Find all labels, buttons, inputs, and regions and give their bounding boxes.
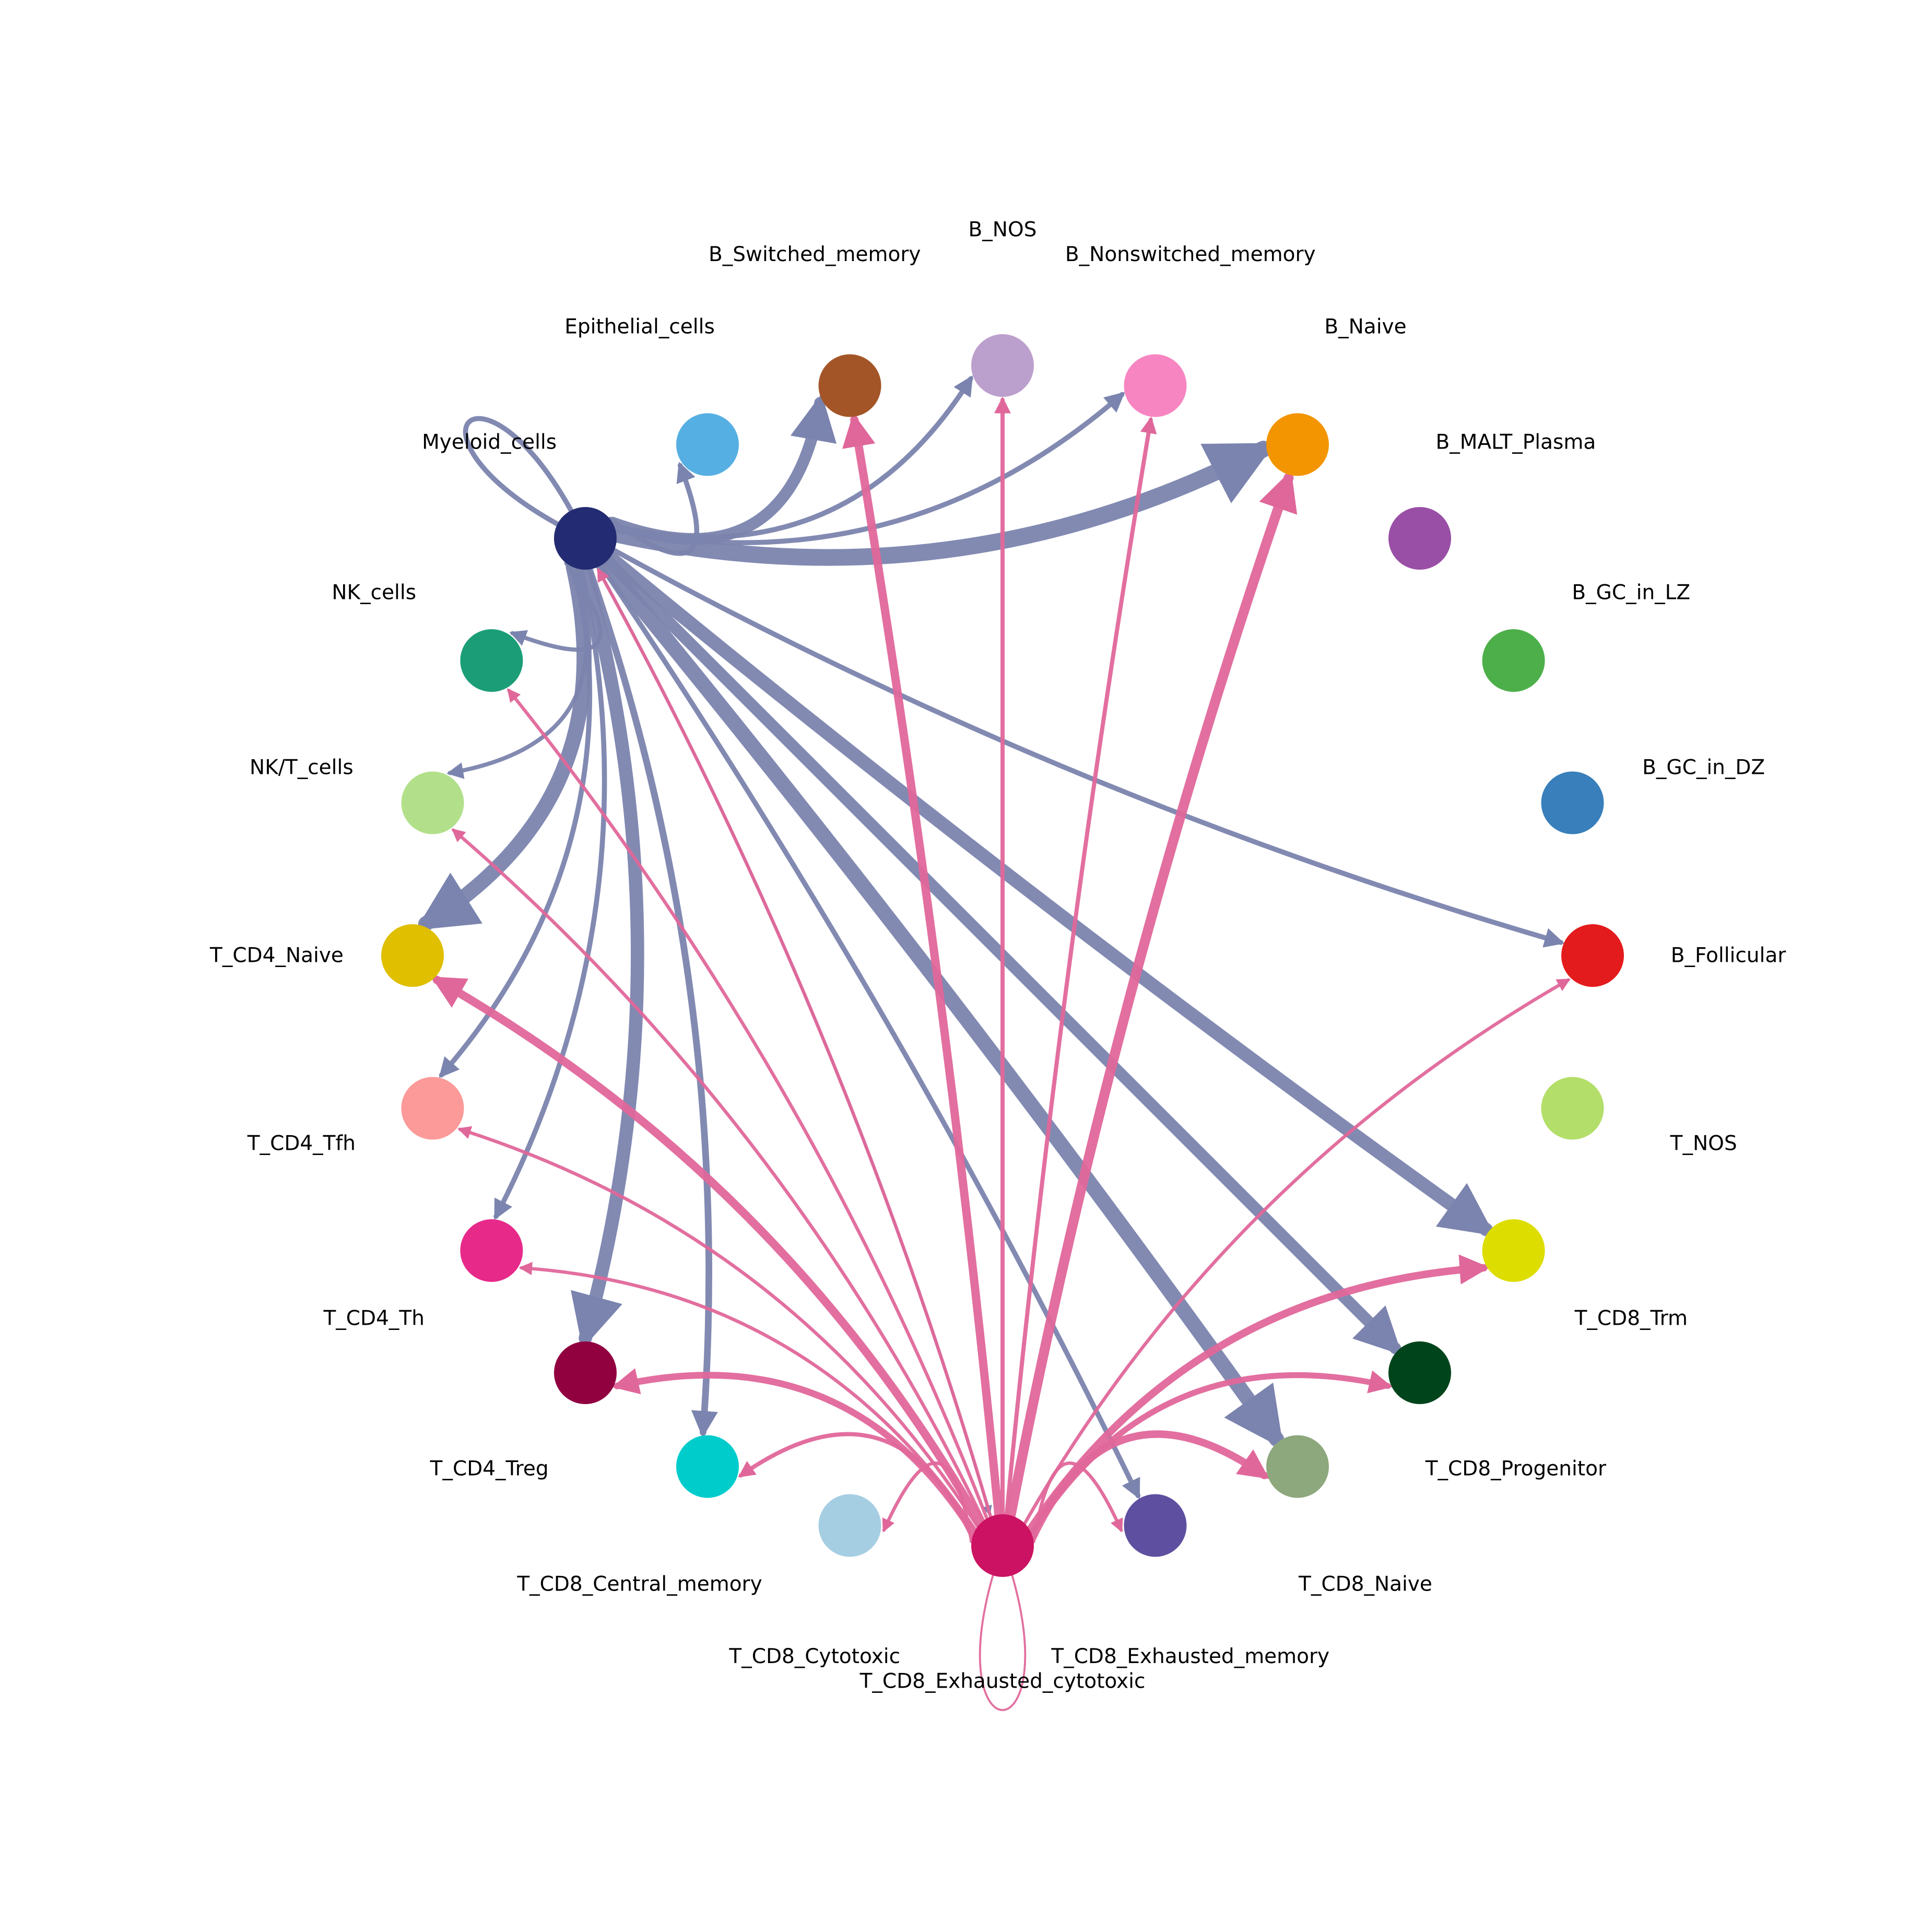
node-t-cd8-progenitor[interactable]	[1388, 1341, 1452, 1405]
edge-myeloid-cells-to-t-cd8-exhausted-memory	[598, 563, 1141, 1500]
node-b-nos[interactable]	[971, 334, 1034, 397]
node-t-cd4-tfh[interactable]	[401, 1077, 464, 1140]
node-nk-cells[interactable]	[460, 629, 523, 692]
node-b-switched-memory[interactable]	[818, 354, 881, 417]
edge-t-cd8-exhausted-cytotoxic-to-t-cd4-tfh	[457, 1126, 980, 1528]
edge-myeloid-cells-to-b-nos	[611, 375, 973, 540]
node-t-nos[interactable]	[1541, 1077, 1604, 1140]
node-b-malt-plasma[interactable]	[1388, 506, 1452, 570]
node-label-myeloid-cells: Myeloid_cells	[422, 431, 557, 454]
node-b-follicular[interactable]	[1561, 924, 1624, 987]
node-label-b-malt-plasma: B_MALT_Plasma	[1436, 431, 1596, 454]
edge-myeloid-cells-to-b-follicular	[611, 548, 1565, 948]
node-label-b-nonswitched-memory: B_Nonswitched_memory	[1065, 243, 1316, 266]
node-t-cd8-trm[interactable]	[1482, 1219, 1545, 1282]
edge-t-cd8-exhausted-cytotoxic-to-nk-cells	[507, 688, 989, 1521]
node-label-t-cd8-cytotoxic: T_CD8_Cytotoxic	[728, 1645, 900, 1668]
node-t-cd8-exhausted-cytotoxic[interactable]	[971, 1514, 1034, 1577]
node-t-cd4-treg[interactable]	[553, 1341, 617, 1405]
node-myeloid-cells[interactable]	[553, 506, 617, 570]
node-label-t-cd8-exhausted-cytotoxic: T_CD8_Exhausted_cytotoxic	[859, 1670, 1146, 1693]
edge-myeloid-cells-to-nk-t-cells	[446, 563, 588, 779]
edge-t-cd8-exhausted-cytotoxic-to-t-cd8-exhausted-cytotoxic	[979, 1544, 1027, 1711]
edge-myeloid-cells-to-t-cd4-th	[493, 567, 607, 1220]
node-label-b-nos: B_NOS	[969, 218, 1037, 242]
node-b-gc-in-dz[interactable]	[1541, 771, 1604, 834]
edge-t-cd8-exhausted-cytotoxic-to-b-nonswitched-memory	[1004, 416, 1157, 1517]
edge-layer	[415, 375, 1571, 1711]
node-t-cd8-naive[interactable]	[1266, 1435, 1329, 1498]
node-label-b-gc-in-lz: B_GC_in_LZ	[1572, 581, 1690, 605]
node-label-t-nos: T_NOS	[1670, 1132, 1737, 1155]
node-t-cd8-central-memory[interactable]	[676, 1435, 739, 1498]
node-epithelial-cells[interactable]	[676, 413, 739, 476]
edge-t-cd8-exhausted-cytotoxic-to-t-cd4-naive	[431, 975, 985, 1528]
edge-t-cd8-exhausted-cytotoxic-to-t-cd4-th	[519, 1262, 977, 1532]
node-label-t-cd4-th: T_CD4_Th	[323, 1307, 424, 1330]
node-label-b-gc-in-dz: B_GC_in_DZ	[1642, 756, 1765, 780]
edge-t-cd8-exhausted-cytotoxic-to-myeloid-cells	[597, 568, 993, 1518]
node-t-cd4-naive[interactable]	[381, 924, 444, 987]
node-label-t-cd8-trm: T_CD8_Trm	[1574, 1307, 1688, 1330]
node-label-b-naive: B_Naive	[1324, 315, 1406, 339]
node-label-nk-cells: NK_cells	[332, 581, 416, 605]
edge-myeloid-cells-to-t-cd8-central-memory	[586, 566, 718, 1438]
node-label-t-cd8-progenitor: T_CD8_Progenitor	[1425, 1457, 1607, 1480]
node-label-b-switched-memory: B_Switched_memory	[709, 243, 921, 266]
node-label-t-cd8-naive: T_CD8_Naive	[1298, 1572, 1432, 1596]
edge-myeloid-cells-to-t-cd4-treg	[571, 563, 644, 1349]
edge-t-cd8-exhausted-cytotoxic-to-t-cd4-treg	[611, 1368, 977, 1537]
node-label-b-follicular: B_Follicular	[1671, 944, 1787, 968]
node-t-cd8-exhausted-memory[interactable]	[1124, 1494, 1187, 1557]
node-label-t-cd8-exhausted-memory: T_CD8_Exhausted_memory	[1051, 1645, 1329, 1668]
edge-myeloid-cells-to-nk-cells	[509, 561, 603, 652]
node-b-nonswitched-memory[interactable]	[1124, 354, 1187, 417]
node-label-t-cd4-naive: T_CD4_Naive	[209, 944, 344, 968]
edge-t-cd8-exhausted-cytotoxic-to-nk-t-cells	[451, 828, 985, 1523]
node-layer	[381, 334, 1624, 1577]
edge-myeloid-cells-to-t-cd4-naive	[415, 560, 592, 932]
node-t-cd8-cytotoxic[interactable]	[818, 1494, 881, 1557]
edge-t-cd8-exhausted-cytotoxic-to-b-follicular	[1023, 978, 1571, 1525]
edge-myeloid-cells-to-b-naive	[608, 441, 1276, 566]
node-label-epithelial-cells: Epithelial_cells	[564, 315, 715, 339]
edge-t-cd8-exhausted-cytotoxic-to-b-switched-memory	[842, 413, 1003, 1519]
node-label-t-cd8-central-memory: T_CD8_Central_memory	[516, 1572, 762, 1596]
node-nk-t-cells[interactable]	[401, 771, 464, 834]
node-t-cd4-th[interactable]	[460, 1219, 523, 1282]
node-label-nk-t-cells: NK/T_cells	[250, 756, 354, 780]
node-label-t-cd4-treg: T_CD4_Treg	[430, 1457, 549, 1480]
label-layer: Myeloid_cells Epithelial_cells B_Switched_…	[209, 218, 1786, 1693]
node-b-gc-in-lz[interactable]	[1482, 629, 1545, 692]
edge-myeloid-cells-to-myeloid-cells	[463, 416, 589, 541]
node-b-naive[interactable]	[1266, 413, 1329, 476]
node-label-t-cd4-tfh: T_CD4_Tfh	[247, 1132, 356, 1155]
edge-t-cd8-exhausted-cytotoxic-to-t-cd8-exhausted-memory	[1032, 1462, 1123, 1544]
edge-t-cd8-exhausted-cytotoxic-to-t-cd8-naive	[1029, 1430, 1269, 1541]
edge-t-cd8-exhausted-cytotoxic-to-b-naive	[1005, 470, 1298, 1521]
